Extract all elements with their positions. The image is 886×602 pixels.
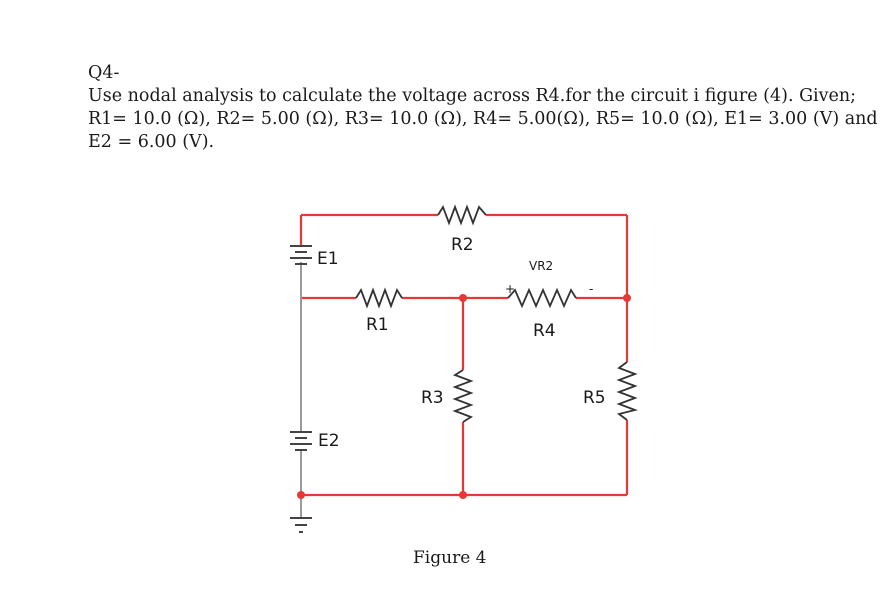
battery-e1-icon xyxy=(290,245,312,265)
resistors xyxy=(355,204,639,423)
label-plus: + xyxy=(505,282,515,296)
node-ground xyxy=(297,491,305,499)
circuit-nodes xyxy=(297,294,631,499)
question-line-1: Use nodal analysis to calculate the volt… xyxy=(88,86,857,106)
label-r4: R4 xyxy=(533,321,556,341)
resistor-r1-icon xyxy=(355,287,403,309)
resistor-r5-icon xyxy=(616,361,639,421)
label-r1: R1 xyxy=(366,315,389,335)
label-r3: R3 xyxy=(421,388,444,408)
figure-caption: Figure 4 xyxy=(413,548,486,568)
label-e1: E1 xyxy=(317,249,339,269)
label-vr2: VR2 xyxy=(529,259,553,273)
node-bottom xyxy=(459,491,467,499)
label-r2: R2 xyxy=(451,235,474,255)
ground-icon xyxy=(290,517,312,533)
node-middle xyxy=(459,294,467,302)
question-line-3: E2 = 6.00 (V). xyxy=(88,132,215,152)
label-r5: R5 xyxy=(583,388,606,408)
node-right xyxy=(623,294,631,302)
label-minus: - xyxy=(589,282,593,296)
question-text: Q4- Use nodal analysis to calculate the … xyxy=(88,62,878,154)
resistor-r2-icon xyxy=(437,204,487,226)
circuit-wires xyxy=(299,213,629,497)
question-number: Q4- xyxy=(88,63,120,83)
resistor-r4-icon xyxy=(507,287,577,309)
question-line-2: R1= 10.0 (Ω), R2= 5.00 (Ω), R3= 10.0 (Ω)… xyxy=(88,109,878,129)
label-e2: E2 xyxy=(318,431,340,451)
battery-e2-icon xyxy=(290,431,312,451)
resistor-r3-icon xyxy=(452,369,474,423)
